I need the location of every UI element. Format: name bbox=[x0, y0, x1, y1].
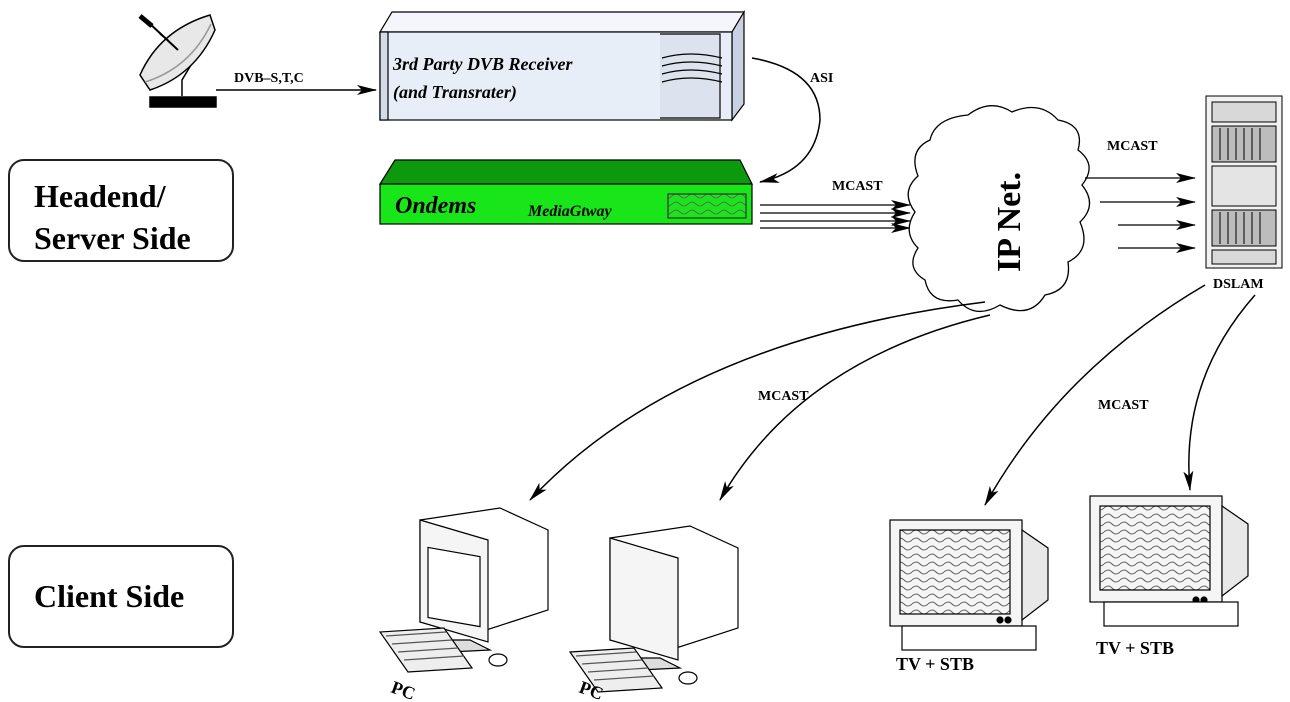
ip-network-cloud: IP Net. bbox=[907, 105, 1091, 312]
cloud-pc-link-label: MCAST bbox=[758, 389, 809, 404]
tv1-label: TV + STB bbox=[896, 654, 974, 674]
gateway-model: MediaGtway bbox=[527, 203, 612, 220]
satellite-dish-icon bbox=[138, 14, 217, 108]
dslam-rack bbox=[1205, 95, 1283, 269]
gateway-brand: Ondems bbox=[395, 193, 476, 219]
receiver-title: 3rd Party DVB Receiver bbox=[392, 54, 573, 74]
client-side-box: Client Side bbox=[8, 545, 234, 648]
receiver-subtitle: (and Transrater) bbox=[393, 82, 517, 103]
headend-side-box: Headend/ Server Side bbox=[8, 159, 234, 262]
pc1-label: PC bbox=[389, 677, 418, 702]
cloud-label: IP Net. bbox=[991, 172, 1028, 272]
dslam-label: DSLAM bbox=[1213, 277, 1264, 292]
headend-label-line2: Server Side bbox=[34, 220, 191, 256]
gateway-cloud-link-label: MCAST bbox=[832, 179, 883, 194]
cloud-dslam-link-label: MCAST bbox=[1107, 139, 1158, 154]
headend-label-line1: Headend/ bbox=[34, 178, 166, 214]
dslam-tv-link-label: MCAST bbox=[1098, 398, 1149, 413]
dvb-link-label: DVB–S,T,C bbox=[234, 71, 304, 86]
pc-icon-1 bbox=[378, 507, 549, 673]
tv-stb-icon-1 bbox=[889, 519, 1049, 651]
ondems-mediagateway: Ondems MediaGtway bbox=[378, 159, 753, 225]
tv-stb-icon-2 bbox=[1089, 495, 1249, 627]
tv2-label: TV + STB bbox=[1096, 638, 1174, 658]
asi-link-label: ASI bbox=[810, 71, 833, 86]
client-label: Client Side bbox=[34, 578, 185, 614]
pc-icon-2 bbox=[568, 525, 739, 693]
dvb-receiver: 3rd Party DVB Receiver (and Transrater) bbox=[378, 9, 746, 122]
